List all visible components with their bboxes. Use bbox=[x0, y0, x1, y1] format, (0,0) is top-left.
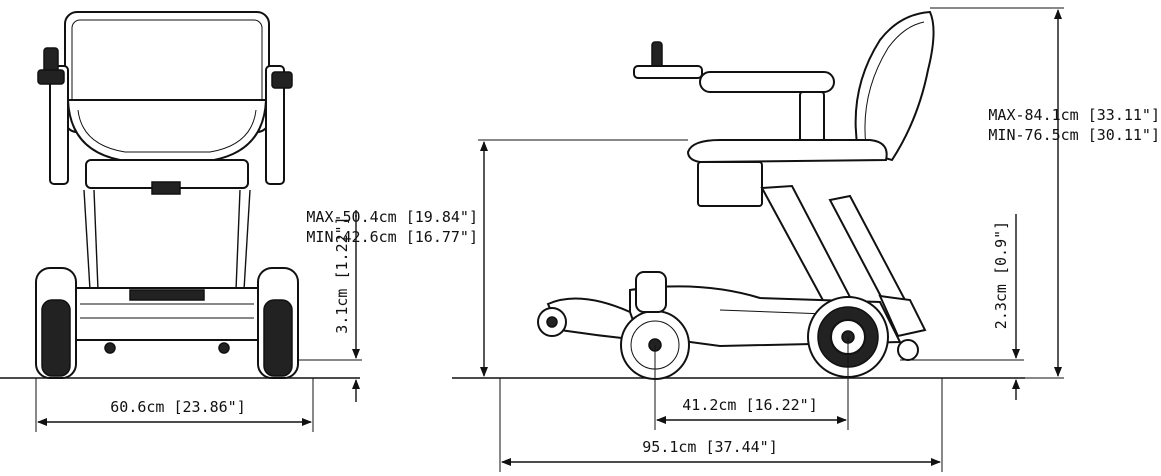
front-clearance-dimension bbox=[298, 210, 362, 402]
front-clearance-label: 3.1cm [1.22"] bbox=[333, 216, 351, 333]
seat-height-min-label: MIN-42.6cm [16.77"] bbox=[306, 228, 478, 246]
overall-height-max-label: MAX-84.1cm [33.11"] bbox=[988, 106, 1160, 124]
front-view-wheelchair bbox=[0, 11, 360, 379]
overall-length-dimension bbox=[499, 378, 943, 472]
seat-height-max-label: MAX-50.4cm [19.84"] bbox=[306, 208, 478, 226]
wheelbase-dimension bbox=[654, 337, 849, 430]
rear-clearance-label: 2.3cm [0.9"] bbox=[992, 221, 1010, 329]
overall-length-label: 95.1cm [37.44"] bbox=[642, 438, 777, 456]
rear-clearance-dimension bbox=[900, 214, 1024, 400]
front-width-label: 60.6cm [23.86"] bbox=[110, 398, 245, 416]
wheelbase-label: 41.2cm [16.22"] bbox=[682, 396, 817, 414]
seat-height-dimension bbox=[478, 139, 688, 377]
overall-height-dimension bbox=[930, 7, 1064, 379]
side-view-wheelchair bbox=[452, 10, 1025, 380]
overall-height-min-label: MIN-76.5cm [30.11"] bbox=[988, 126, 1160, 144]
front-width-dimension bbox=[35, 378, 314, 432]
